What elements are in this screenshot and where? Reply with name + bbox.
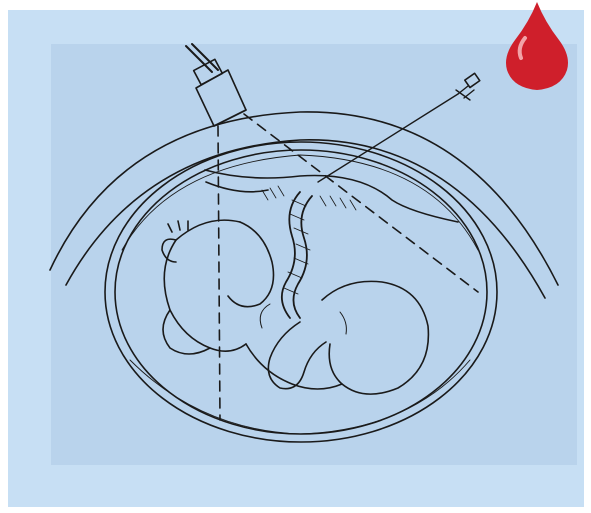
fetus-head (322, 281, 428, 394)
placenta-line (205, 170, 458, 222)
blood-drop-icon (501, 0, 573, 92)
fetus-arm (268, 322, 326, 389)
uterus-outline-outer (105, 142, 497, 442)
umbilical-cord (282, 192, 300, 318)
ultrasound-probe-icon (186, 44, 246, 126)
uterus-outline-inner (115, 150, 487, 434)
ultrasound-beam-left (218, 126, 220, 420)
fetus-leg (228, 222, 274, 307)
ultrasound-beam-right (244, 114, 478, 292)
